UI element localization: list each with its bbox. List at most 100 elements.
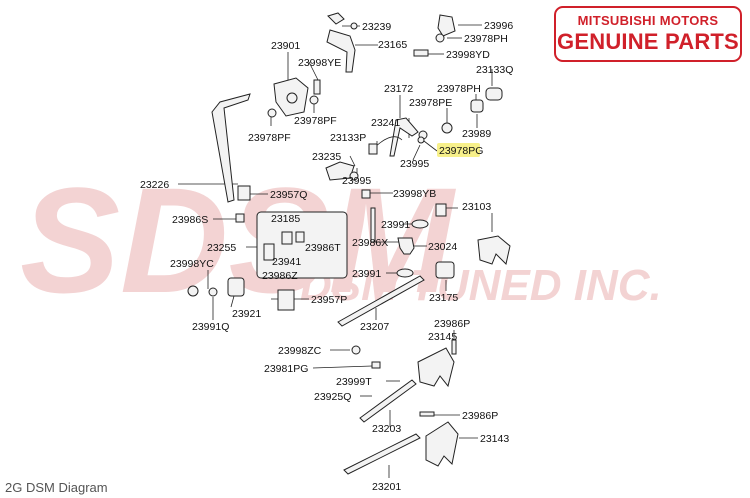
part-label: 23998YC bbox=[170, 258, 214, 270]
part-label: 23241 bbox=[371, 117, 400, 129]
part-lever-23165 bbox=[326, 29, 356, 73]
part-washer-23978PF-a bbox=[309, 95, 319, 105]
part-fork-23145 bbox=[417, 347, 455, 388]
part-label: 23957P bbox=[311, 294, 347, 306]
parts bbox=[187, 12, 511, 475]
part-label: 23901 bbox=[271, 40, 300, 52]
part-rail-23203 bbox=[359, 379, 417, 423]
genuine-parts-badge: MITSUBISHI MOTORS GENUINE PARTS bbox=[554, 6, 742, 62]
part-label: 23999T bbox=[336, 376, 372, 388]
part-label: 23978PH bbox=[437, 83, 481, 95]
part-bolt-23239 bbox=[350, 22, 358, 30]
part-label: 23998ZC bbox=[278, 345, 322, 357]
watermark-sub: DSM TUNED INC. bbox=[300, 261, 662, 310]
part-rail-23201 bbox=[343, 433, 421, 475]
part-label: 23172 bbox=[384, 83, 413, 95]
part-label-highlight bbox=[437, 143, 480, 157]
part-label: 23991Q bbox=[192, 321, 229, 333]
badge-title: GENUINE PARTS bbox=[557, 29, 739, 54]
part-label: 23998YD bbox=[446, 49, 490, 61]
part-label: 23986P bbox=[462, 410, 498, 422]
part-label: 23175 bbox=[429, 292, 458, 304]
part-pin-23986X bbox=[370, 207, 376, 243]
part-bushing-23133Q bbox=[485, 87, 503, 101]
part-label: 23185 bbox=[271, 213, 300, 225]
part-label: 23226 bbox=[140, 179, 169, 191]
part-bracket-23996 bbox=[437, 14, 456, 37]
part-label: 23995 bbox=[400, 158, 429, 170]
part-pin-23986P-b bbox=[419, 411, 435, 417]
part-shaft-23226 bbox=[211, 93, 251, 203]
part-clip-23995-b bbox=[417, 136, 425, 144]
part-fork-23139 bbox=[477, 235, 511, 265]
part-nut-23998ZC bbox=[351, 345, 361, 355]
part-label: 23103 bbox=[462, 201, 491, 213]
part-bolt-23998YD bbox=[413, 49, 429, 57]
part-plug-23103 bbox=[435, 203, 447, 217]
part-label: 23203 bbox=[372, 423, 401, 435]
part-bushing-23133P bbox=[368, 143, 378, 155]
part-oring-23991-b bbox=[396, 268, 414, 278]
part-label: 23996 bbox=[484, 20, 513, 32]
part-label: 23989 bbox=[462, 128, 491, 140]
part-nut-23998YC bbox=[187, 285, 199, 297]
part-label: 23145 bbox=[428, 331, 457, 343]
part-label: 23925Q bbox=[314, 391, 351, 403]
part-label: 23239 bbox=[362, 21, 391, 33]
part-label: 23165 bbox=[378, 39, 407, 51]
part-washer-23978PE bbox=[441, 122, 453, 134]
part-group-23255 bbox=[256, 211, 348, 279]
part-label: 23986P bbox=[434, 318, 470, 330]
part-fork-23143 bbox=[425, 421, 459, 467]
part-bushing-23989 bbox=[470, 99, 484, 113]
part-label: 23133Q bbox=[476, 64, 513, 76]
part-label-highlighted: 23978PG bbox=[439, 145, 483, 157]
part-spring-23957P bbox=[277, 289, 295, 311]
part-label: 23986T bbox=[305, 242, 341, 254]
part-label: 23201 bbox=[372, 481, 401, 493]
part-label: 23981PG bbox=[264, 363, 308, 375]
part-pivot-23901 bbox=[286, 92, 298, 104]
part-label: 23978PF bbox=[248, 132, 291, 144]
part-lever-23172 bbox=[389, 117, 419, 157]
part-label: 23998YB bbox=[393, 188, 436, 200]
part-pin-23986S bbox=[235, 213, 245, 223]
part-label: 23941 bbox=[272, 256, 301, 268]
part-label: 23978PE bbox=[409, 97, 452, 109]
part-label: 23998YE bbox=[298, 57, 341, 69]
part-label: 23986X bbox=[352, 237, 388, 249]
part-washer-23978PF-b bbox=[267, 108, 277, 118]
part-label: 23024 bbox=[428, 241, 457, 253]
diagram-caption: 2G DSM Diagram bbox=[5, 480, 108, 495]
part-23986T bbox=[295, 231, 305, 243]
part-bracket-23239 bbox=[327, 12, 345, 25]
part-block-23175 bbox=[435, 261, 455, 279]
part-23941 bbox=[263, 243, 275, 261]
part-label: 23235 bbox=[312, 151, 341, 163]
part-label: 23991 bbox=[352, 268, 381, 280]
part-spring-23957Q bbox=[237, 185, 251, 201]
part-label: 23143 bbox=[480, 433, 509, 445]
part-labels: 23239 23996 23165 23978PH 23998YD 23133Q… bbox=[140, 20, 513, 493]
part-label: 23991 bbox=[381, 219, 410, 231]
part-bolt-23981PG bbox=[371, 361, 381, 369]
part-label: 23957Q bbox=[270, 189, 307, 201]
part-bolt-23998YE bbox=[313, 79, 321, 95]
part-rail-23207 bbox=[337, 275, 425, 327]
part-label: 23986S bbox=[172, 214, 208, 226]
part-pin-23986P-a bbox=[451, 339, 457, 355]
part-label: 23207 bbox=[360, 321, 389, 333]
part-label: 23995 bbox=[342, 175, 371, 187]
part-label: 23978PH bbox=[464, 33, 508, 45]
part-label: 23255 bbox=[207, 242, 236, 254]
part-bolt-23998YB bbox=[361, 189, 371, 199]
part-switch-23024 bbox=[397, 237, 415, 255]
part-label: 23921 bbox=[232, 308, 261, 320]
part-label: 23133P bbox=[330, 132, 366, 144]
part-clip-23995-a bbox=[349, 171, 359, 181]
part-23185 bbox=[281, 231, 293, 245]
part-oring-23991-a bbox=[411, 219, 429, 229]
badge-brand: MITSUBISHI MOTORS bbox=[577, 13, 719, 28]
part-washer-23978PH bbox=[435, 33, 445, 43]
